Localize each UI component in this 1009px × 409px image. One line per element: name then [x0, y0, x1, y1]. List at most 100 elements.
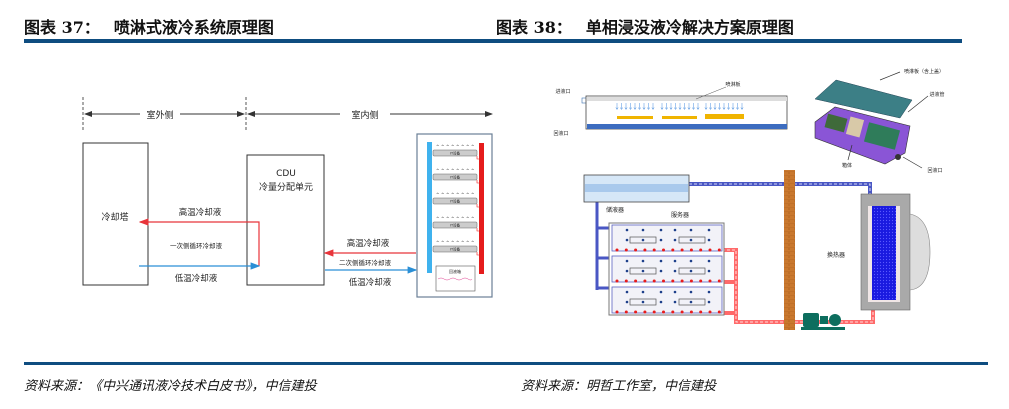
- cooling-tower-box: [82, 142, 149, 286]
- figure-38-source: 资料来源：明哲工作室，中信建投: [521, 379, 717, 394]
- figure-37-title: 图表 37： 喷淋式液冷系统原理图: [24, 14, 274, 38]
- svg-text:^: ^: [456, 192, 459, 197]
- cdu-subtitle: 冷量分配单元: [259, 181, 313, 193]
- svg-text:^: ^: [436, 192, 439, 197]
- svg-text:^: ^: [471, 192, 474, 197]
- svg-text:^: ^: [461, 240, 464, 245]
- hot-return-line: [138, 218, 260, 266]
- return-tank-label: 回液箱: [449, 268, 461, 274]
- server-stack: [608, 222, 725, 316]
- it-device-tray: ^^^^^^^^IT设备: [432, 144, 479, 160]
- it-device-tray: ^^^^^^^^IT设备: [432, 240, 479, 256]
- svg-text:^: ^: [471, 168, 474, 173]
- hot-coolant-label: 高温冷却液: [179, 207, 222, 218]
- svg-text:^: ^: [451, 240, 454, 245]
- spray-plate-lid-label: 喷淋板（含上盖）: [904, 68, 944, 75]
- hot-coolant-label: 高温冷却液: [347, 238, 390, 249]
- cold-pipe: [689, 182, 872, 194]
- svg-text:^: ^: [461, 168, 464, 173]
- heat-exchanger-label: 换热器: [827, 251, 845, 259]
- cold-coolant-label: 低温冷却液: [349, 277, 392, 288]
- svg-text:^: ^: [446, 168, 449, 173]
- hot-pipe: [722, 248, 875, 324]
- server-unit: [611, 224, 723, 252]
- figure-label: 图表 37：: [24, 18, 100, 37]
- svg-text:^: ^: [466, 144, 469, 149]
- it-device-tray: ^^^^^^^^IT设备: [432, 216, 479, 232]
- svg-text:^: ^: [456, 168, 459, 173]
- svg-text:^: ^: [456, 240, 459, 245]
- box-label: 箱体: [842, 162, 852, 169]
- supply-manifold: [595, 202, 612, 290]
- figure-38-title: 图表 38： 单相浸没液冷解决方案原理图: [496, 14, 794, 38]
- server-rack: ^^^^^^^^IT设备^^^^^^^^IT设备^^^^^^^^IT设备^^^^…: [416, 133, 493, 298]
- svg-text:^: ^: [441, 216, 444, 221]
- cooling-tower-label: 冷却塔: [101, 211, 128, 223]
- pump: [801, 313, 845, 330]
- indoor-label: 室内侧: [351, 109, 378, 121]
- it-device-label: IT设备: [450, 151, 461, 156]
- svg-text:^: ^: [441, 192, 444, 197]
- cold-coolant-label: 低温冷却液: [175, 273, 218, 284]
- svg-text:^: ^: [451, 216, 454, 221]
- spray-arrows: [615, 103, 744, 110]
- reservoir-label: 储液器: [606, 206, 624, 214]
- spray-tank: [585, 95, 788, 130]
- figure-label: 图表 38：: [496, 18, 572, 37]
- outlet-label: 回液口: [553, 130, 568, 137]
- server-unit: [611, 286, 723, 314]
- svg-text:^: ^: [441, 144, 444, 149]
- spray-plate-label: 喷淋板: [725, 81, 740, 88]
- it-device-label: IT设备: [450, 175, 461, 180]
- spray-cooling-diagram: 室外侧 室内侧 冷却塔 CDU 冷量分配单元 高温冷却液 一次侧循环冷却液 低温…: [82, 97, 493, 298]
- svg-text:^: ^: [471, 216, 474, 221]
- svg-text:^: ^: [466, 168, 469, 173]
- header-rule: [24, 39, 962, 43]
- it-device-label: IT设备: [450, 247, 461, 252]
- heat-exchanger: [860, 193, 931, 311]
- primary-loop-label: 一次侧循环冷却液: [170, 241, 223, 250]
- it-device-tray: ^^^^^^^^IT设备: [432, 168, 479, 184]
- svg-text:^: ^: [466, 216, 469, 221]
- it-device-label: IT设备: [450, 223, 461, 228]
- svg-text:^: ^: [456, 216, 459, 221]
- svg-text:^: ^: [466, 192, 469, 197]
- server-unit: [611, 255, 723, 283]
- immersion-cooling-diagram: 进液口 回液口 喷淋板 喷淋板（含上盖） 进液管: [553, 68, 945, 330]
- cdu-label: CDU: [276, 169, 296, 179]
- servers-label: 服务器: [671, 211, 689, 219]
- svg-text:^: ^: [451, 192, 454, 197]
- svg-text:^: ^: [461, 216, 464, 221]
- outdoor-label: 室外侧: [146, 109, 173, 121]
- tray-3d-view: [814, 79, 913, 165]
- svg-text:^: ^: [446, 144, 449, 149]
- svg-text:^: ^: [461, 144, 464, 149]
- svg-text:^: ^: [471, 240, 474, 245]
- inlet-label: 进液口: [555, 88, 570, 95]
- figure-37-source: 资料来源：《中兴通讯液冷技术白皮书》，中信建投: [24, 379, 317, 394]
- svg-text:^: ^: [446, 192, 449, 197]
- svg-text:^: ^: [436, 144, 439, 149]
- footer-rule: [24, 362, 988, 365]
- svg-text:^: ^: [441, 168, 444, 173]
- svg-text:^: ^: [471, 144, 474, 149]
- figure-title: 单相浸没液冷解决方案原理图: [585, 18, 794, 37]
- secondary-loop-label: 二次侧循环冷却液: [339, 258, 392, 267]
- inlet-pipe-label: 进液管: [929, 91, 944, 98]
- svg-text:^: ^: [456, 144, 459, 149]
- svg-text:^: ^: [436, 168, 439, 173]
- svg-text:^: ^: [451, 144, 454, 149]
- svg-text:^: ^: [446, 216, 449, 221]
- figure-title: 喷淋式液冷系统原理图: [113, 18, 274, 37]
- svg-text:^: ^: [446, 240, 449, 245]
- it-device-label: IT设备: [450, 199, 461, 204]
- svg-text:^: ^: [466, 240, 469, 245]
- it-device-tray: ^^^^^^^^IT设备: [432, 192, 479, 208]
- svg-text:^: ^: [436, 240, 439, 245]
- svg-text:^: ^: [461, 192, 464, 197]
- svg-text:^: ^: [436, 216, 439, 221]
- outlet-label-2: 回液口: [927, 167, 942, 174]
- svg-text:^: ^: [441, 240, 444, 245]
